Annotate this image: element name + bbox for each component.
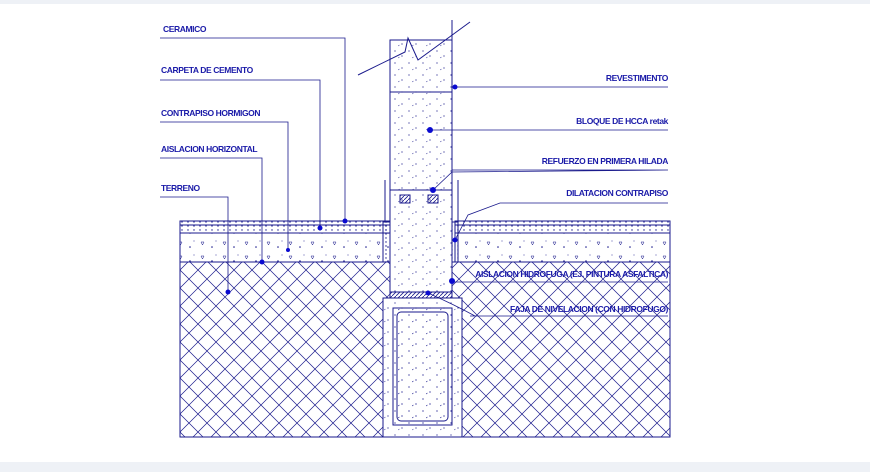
- leveling-strip: [389, 291, 453, 299]
- cement-screed-right: [454, 224, 671, 234]
- contrapiso-right: [454, 232, 671, 263]
- expansion-joint-left: [382, 221, 391, 263]
- wall-fill: [389, 39, 453, 293]
- label-ceramico: CERAMICO: [163, 24, 207, 34]
- label-revestimiento: REVESTIMENTO: [606, 73, 669, 83]
- label-aislacion-hidrofuga: AISLACION HIDROFUGA (EJ. PINTURA ASFALTI…: [475, 269, 668, 279]
- cladding-lines: [384, 20, 459, 262]
- break-line: [357, 21, 471, 76]
- label-terreno: TERRENO: [161, 183, 201, 193]
- label-faja: FAJA DE NIVELACION (CON HIDROFUGO): [510, 304, 669, 314]
- reinforcement-bar-left: [399, 194, 411, 204]
- beam: [392, 307, 453, 426]
- bottom-border: [0, 462, 870, 472]
- block-joints: [390, 91, 452, 191]
- leader-lines-left: [160, 37, 346, 292]
- label-bloque: BLOQUE DE HCCA retak: [576, 116, 668, 126]
- label-refuerzo: REFUERZO EN PRIMERA HILADA: [542, 156, 668, 166]
- label-contrapiso: CONTRAPISO HORMIGON: [161, 108, 260, 118]
- leader-lines-right: [427, 86, 669, 317]
- terrain-left: [179, 261, 391, 438]
- reinforcement-bar-right: [427, 194, 439, 204]
- ceramic-right: [454, 220, 671, 226]
- label-aislacion-horizontal: AISLACION HORIZONTAL: [161, 144, 257, 154]
- terrain-right: [451, 261, 671, 438]
- ceramic-left: [179, 220, 391, 226]
- label-carpeta: CARPETA DE CEMENTO: [161, 65, 254, 75]
- cement-screed-left: [179, 224, 391, 234]
- leader-dots: [225, 84, 458, 296]
- beam-rebar: [396, 311, 449, 422]
- top-border: [0, 0, 870, 4]
- contrapiso-left: [179, 232, 391, 263]
- label-dilatacion: DILATACION CONTRAPISO: [566, 188, 669, 198]
